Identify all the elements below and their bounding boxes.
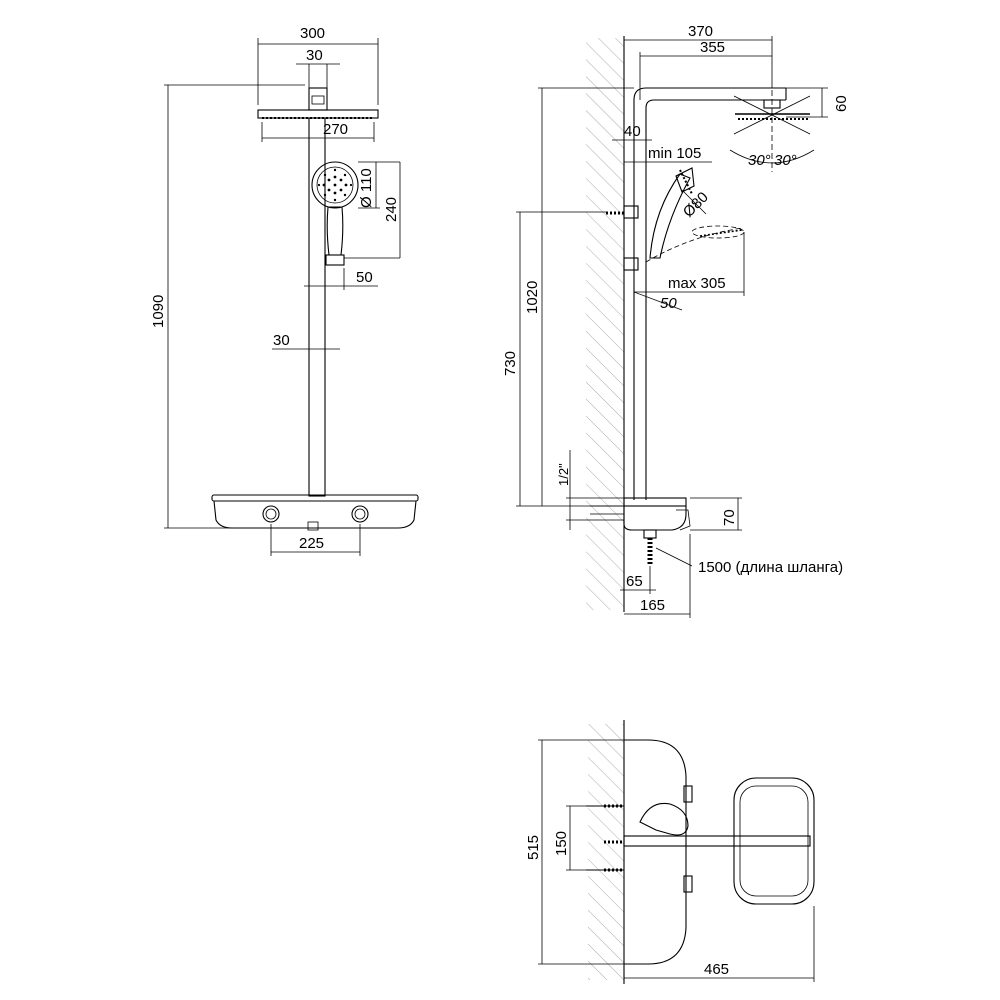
top-arm <box>623 835 811 847</box>
dim-arm-width: 30 <box>306 47 323 64</box>
dim-body-height: 515 <box>525 835 542 860</box>
dim-tray-height: 70 <box>721 509 738 526</box>
side-head <box>729 90 815 172</box>
overhead-shower-head <box>257 87 379 119</box>
side-tray <box>590 497 691 572</box>
side-hand-shower <box>645 167 745 263</box>
top-lever <box>639 802 689 836</box>
dim-head-thickness: 60 <box>833 95 850 112</box>
dim-pipe-height: 1020 <box>524 281 541 314</box>
dim-handle-spacing: 225 <box>299 535 324 552</box>
dim-hand-offset: 50 <box>660 295 677 312</box>
dim-inlet-spacing: 150 <box>553 831 570 856</box>
dim-arm-inner: 355 <box>700 39 725 56</box>
side-pipe <box>633 87 786 500</box>
dim-total-height: 1090 <box>150 295 167 328</box>
dim-arm-reach: 370 <box>688 23 713 40</box>
dim-side-hand-diameter: Ø80 <box>680 189 712 221</box>
vertical-pipe <box>308 117 326 497</box>
dim-thread: 1/2" <box>556 463 571 486</box>
side-view: 30° 30° 370 355 60 40 min 105 Ø80 max 30… <box>502 23 850 618</box>
dim-head-width: 300 <box>300 25 325 42</box>
wall-hatch <box>586 38 624 610</box>
top-wall-hatch <box>588 724 624 980</box>
dim-holder-offset: 50 <box>356 269 373 286</box>
dim-tray-depth: 165 <box>640 597 665 614</box>
thermostat-tray <box>211 494 419 531</box>
dim-mount-height: 730 <box>502 351 519 376</box>
front-view: 300 30 270 <box>150 25 419 556</box>
dim-pipe-width: 30 <box>273 332 290 349</box>
dim-hand-length: 240 <box>383 197 400 222</box>
hand-shower <box>311 161 359 266</box>
top-head-outer <box>733 777 815 905</box>
dim-plate-width: 270 <box>323 121 348 138</box>
dim-wall-gap: 40 <box>624 123 641 140</box>
dim-total-depth: 465 <box>704 961 729 978</box>
dim-inlet-offset: 65 <box>626 573 643 590</box>
dim-hose-length: 1500 (длина шланга) <box>698 559 843 576</box>
dim-min-hand: min 105 <box>648 145 701 162</box>
dim-angle-right: 30° <box>774 152 797 169</box>
dim-angle-left: 30° <box>748 152 771 169</box>
top-view: 515 150 465 <box>525 720 815 984</box>
dim-max-reach: max 305 <box>668 275 726 292</box>
dim-hand-diameter: Ø 110 <box>358 168 375 208</box>
top-body <box>624 739 687 965</box>
